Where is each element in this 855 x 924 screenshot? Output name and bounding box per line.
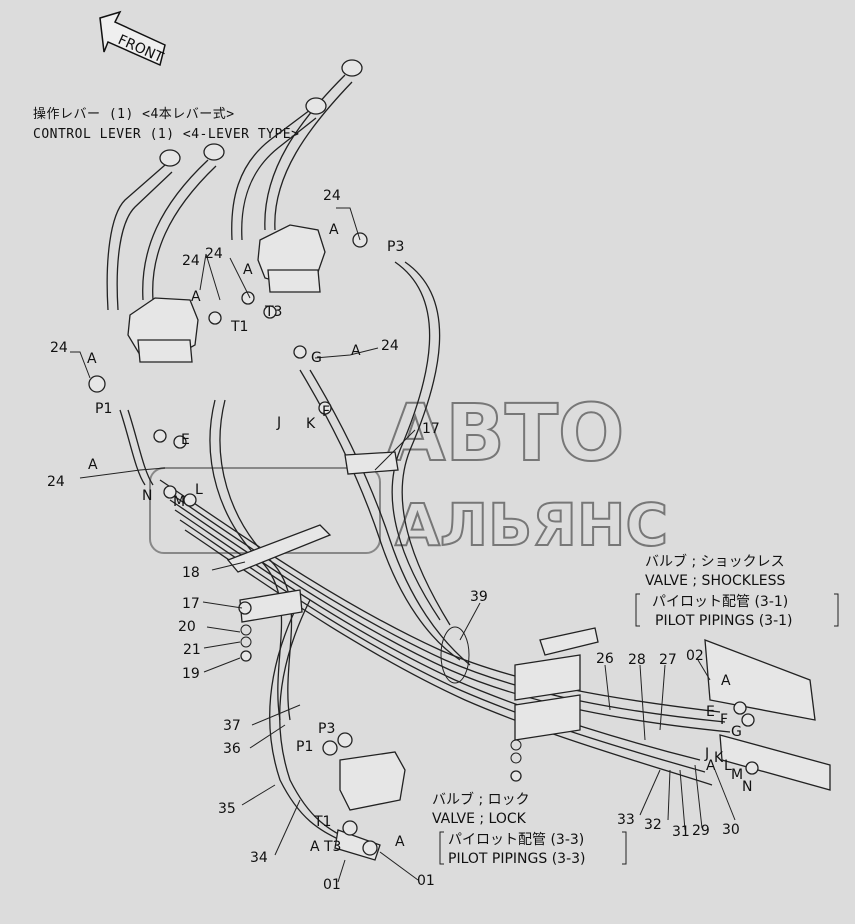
port-label: A [243, 262, 253, 278]
port-label: K [714, 750, 724, 766]
callout-02: 02 [686, 648, 704, 664]
port-label: L [724, 758, 732, 774]
lock-jp2: パイロット配管 (3-3) [448, 832, 584, 848]
callout-20: 20 [178, 619, 196, 635]
hose-bundle [119, 261, 731, 841]
callout-24: 24 [182, 253, 200, 269]
shockless-jp1: バルブ ; ショックレス [645, 553, 785, 570]
port-label: P1 [95, 401, 112, 417]
port-label: A [87, 351, 97, 367]
port-label: A [395, 834, 405, 850]
callout-21: 21 [183, 642, 201, 658]
port-label: N [742, 779, 752, 795]
callout-17: 17 [182, 596, 200, 612]
watermark-line1: АВТО [385, 389, 624, 479]
port-label: P3 [318, 721, 335, 737]
leader-lines [70, 207, 736, 883]
watermark-line2: АЛЬЯНС [395, 491, 668, 559]
port-label: G [731, 724, 742, 740]
callout-01: 01 [417, 873, 435, 889]
port-label: E [706, 704, 715, 720]
port-label: K [306, 416, 316, 432]
port-label: E [181, 432, 190, 448]
callout-29: 29 [692, 823, 710, 839]
callout-27: 27 [659, 652, 677, 668]
callout-36: 36 [223, 741, 241, 757]
lock-jp1: バルブ ; ロック [432, 791, 530, 808]
control-lever-left [106, 143, 225, 363]
fittings [88, 232, 759, 856]
port-label: A [310, 839, 320, 855]
port-label: P1 [296, 739, 313, 755]
shockless-bracket [635, 593, 839, 627]
callout-37: 37 [223, 718, 241, 734]
port-label: J [276, 415, 281, 431]
port-label: M [731, 767, 743, 783]
port-label: A [88, 457, 98, 473]
port-label: A [706, 758, 716, 774]
header-en: CONTROL LEVER (1) <4-LEVER TYPE> [33, 127, 299, 142]
port-label: A [351, 343, 361, 359]
port-label: A [721, 673, 731, 689]
control-lever-right [231, 59, 363, 293]
port-label: T1 [230, 319, 248, 335]
watermark: АВТО АЛЬЯНС [149, 388, 669, 560]
callout-31: 31 [672, 824, 690, 840]
port-label: A [329, 222, 339, 238]
callout-18: 18 [182, 565, 200, 581]
shockless-valve [704, 639, 831, 791]
shockless-jp2: パイロット配管 (3-1) [652, 594, 788, 610]
callout-19: 19 [182, 666, 200, 682]
callout-34: 34 [250, 850, 268, 866]
port-label: G [311, 350, 322, 366]
front-arrow-icon: FRONT [99, 10, 166, 66]
callout-24: 24 [205, 246, 223, 262]
port-label: F [322, 404, 330, 420]
callout-17: 17 [422, 421, 440, 437]
callout-28: 28 [628, 652, 646, 668]
clamp-brackets [226, 451, 599, 741]
callout-01: 01 [323, 877, 341, 893]
callout-24: 24 [47, 474, 65, 490]
port-label: L [195, 482, 203, 498]
callout-24: 24 [381, 338, 399, 354]
callout-26: 26 [596, 651, 614, 667]
callout-32: 32 [644, 817, 662, 833]
lock-en2: PILOT PIPINGS (3-3) [448, 851, 585, 867]
port-label: J [704, 746, 709, 762]
callout-33: 33 [617, 812, 635, 828]
callout-24: 24 [50, 340, 68, 356]
header-jp: 操作レバー (1) <4本レバー式> [33, 106, 235, 122]
lock-en1: VALVE ; LOCK [432, 811, 527, 827]
shockless-en1: VALVE ; SHOCKLESS [645, 573, 785, 589]
callout-30: 30 [722, 822, 740, 838]
lock-bracket [439, 831, 627, 865]
callout-24: 24 [323, 188, 341, 204]
callouts: 24 24 24 24 24 24 17 17 18 19 20 21 39 2… [47, 188, 740, 893]
port-label: A [191, 289, 201, 305]
port-label: T1 [313, 814, 331, 830]
port-label: M [173, 494, 185, 510]
port-label: F [720, 712, 728, 728]
port-label: T3 [323, 839, 341, 855]
port-label: N [142, 488, 152, 504]
callout-35: 35 [218, 801, 236, 817]
shockless-en2: PILOT PIPINGS (3-1) [655, 613, 792, 629]
lock-valve [334, 751, 406, 861]
port-labels: P3 P3 P1 P1 T1 T1 T3 T3 A A A A A A A A … [87, 222, 752, 855]
callout-39: 39 [470, 589, 488, 605]
port-label: T3 [264, 304, 282, 320]
port-label: P3 [387, 239, 404, 255]
